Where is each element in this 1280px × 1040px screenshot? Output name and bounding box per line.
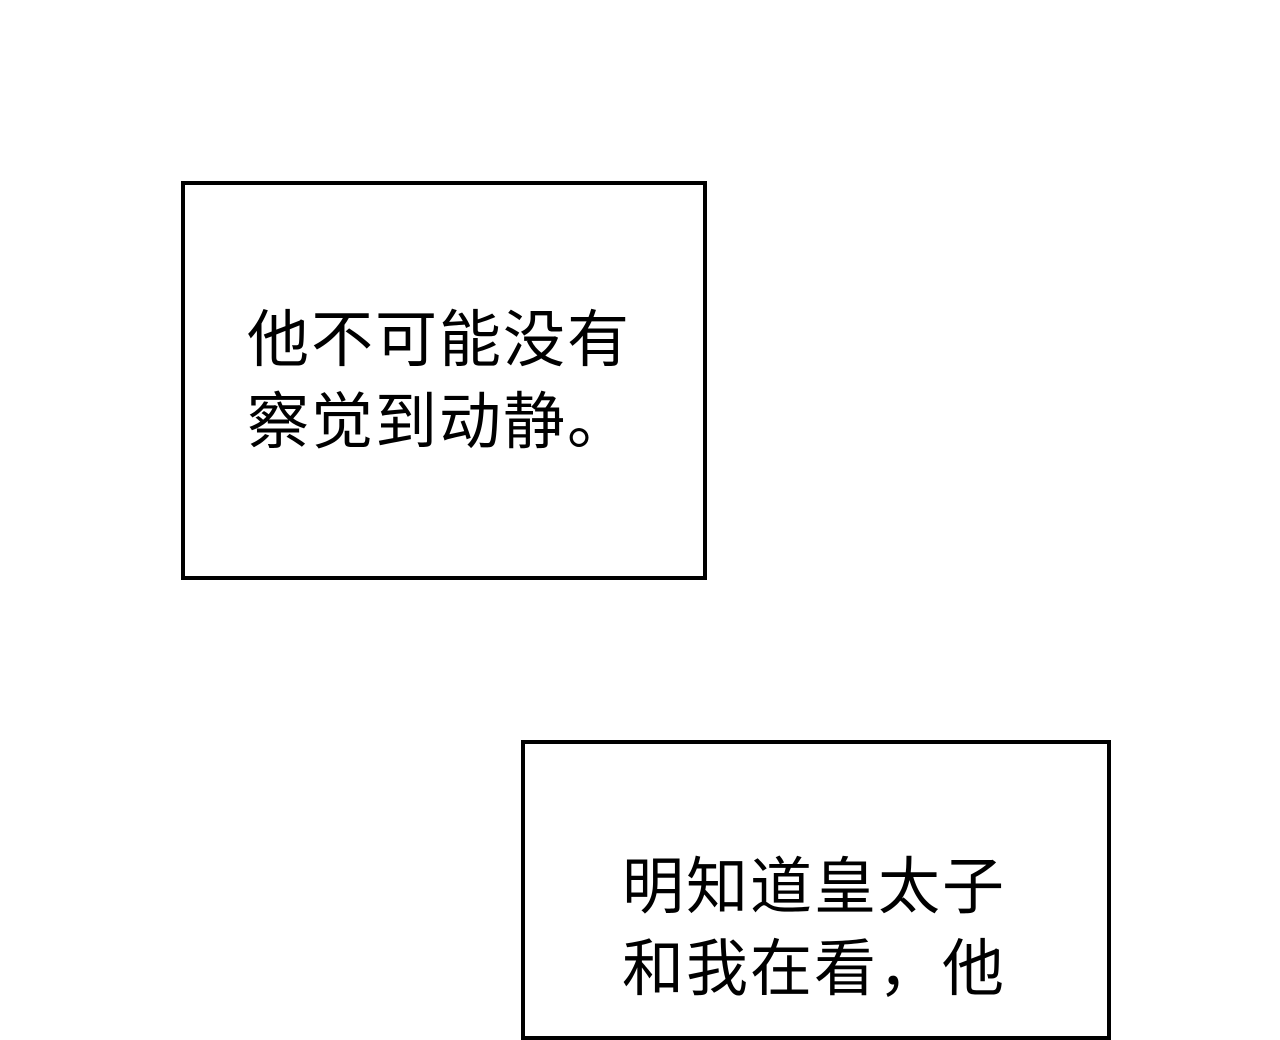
caption-line: 他不可能没有 [247, 303, 632, 376]
caption-line: 和我在看，他 [622, 932, 1007, 1005]
speech-box-1: 他不可能没有 察觉到动静。 [181, 181, 707, 580]
caption-line: 明知道皇太子 [622, 850, 1007, 923]
speech-box-2: 明知道皇太子 和我在看，他 [521, 740, 1111, 1040]
caption-line: 察觉到动静。 [247, 385, 632, 458]
